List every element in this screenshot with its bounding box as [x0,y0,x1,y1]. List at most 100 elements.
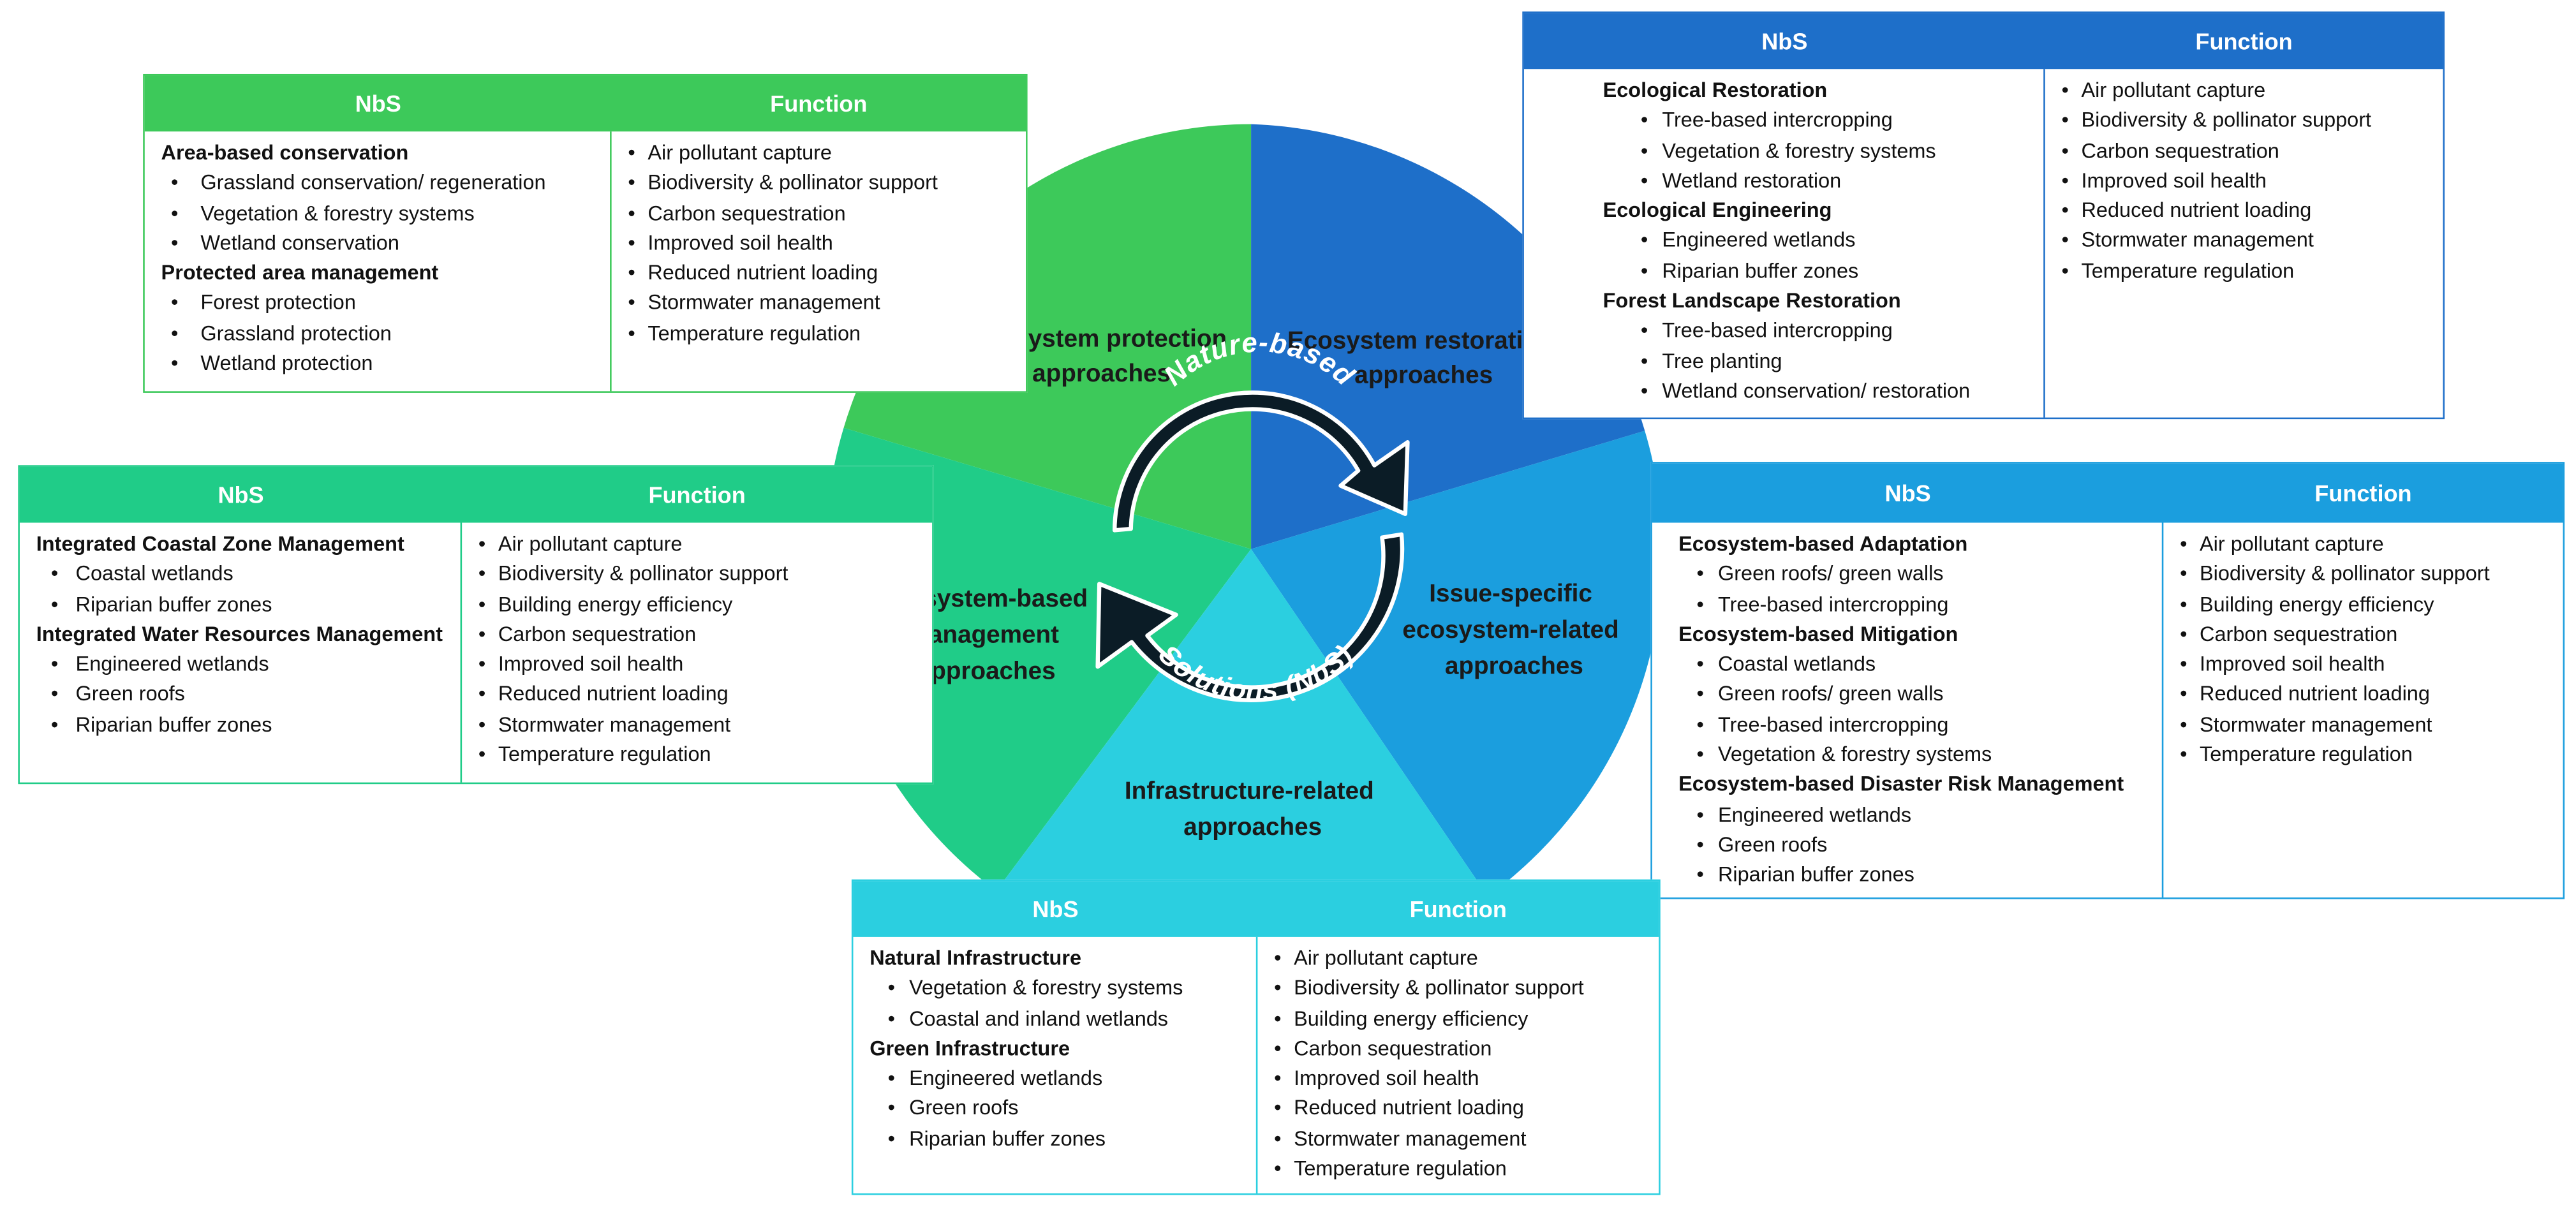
bullet-icon: • [1274,1127,1282,1151]
bullet-icon: • [478,593,486,616]
function-item: •Stormwater management [1274,1124,1645,1154]
nbs-item: •Grassland conservation/ regeneration [161,168,597,198]
nbs-item: •Engineered wetlands [870,1064,1243,1094]
segment-issue [1251,431,1663,897]
function-item: •Air pollutant capture [478,529,919,559]
function-item-label: Reduced nutrient loading [1294,1097,1524,1121]
nbs-column-header: NbS [355,90,401,117]
bullet-icon: • [478,712,486,736]
bullet-icon: • [2180,653,2187,676]
bullet-icon: • [628,291,635,315]
bullet-icon: • [887,1007,895,1030]
function-item: • Stormwater management [478,710,919,740]
nbs-item-label: Green roofs/ green walls [1717,682,1944,706]
function-item-label: Building energy efficiency [1294,1007,1529,1030]
nbs-item-label: Coastal wetlands [75,563,233,586]
nbs-item: •Engineered wetlands [1669,800,2149,830]
bullet-icon: • [50,682,59,706]
nbs-column: Natural Infrastructure•Vegetation & fore… [853,936,1258,1193]
nbs-item: • Riparian buffer zones [36,710,447,740]
function-item: •Biodiversity & pollinator support [628,168,1012,198]
bullet-icon: • [887,977,895,1000]
nbs-column-header: NbS [1884,480,1931,506]
nbs-item: •Coastal wetlands [1669,649,2149,679]
nbs-item-label: Vegetation & forestry systems [200,201,475,225]
nbs-item-label: Riparian buffer zones [75,712,272,736]
function-item: •Temperature regulation [1274,1154,1645,1184]
bullet-icon: • [50,563,59,586]
nbs-item: •Green roofs [870,1094,1243,1124]
function-item: •Improved soil health [478,649,919,679]
function-item-label: Stormwater management [498,712,731,736]
bullet-icon: • [2061,229,2069,253]
function-item: •Biodiversity & pollinator support [2180,559,2550,589]
function-item: •Improved soil health [1274,1064,1645,1094]
bullet-icon: • [2180,682,2187,706]
function-column: • Air pollutant capture •Biodiversity & po… [2163,522,2563,897]
function-item: • Building energy efficiency [478,589,919,619]
function-item: •Building energy efficiency [2180,589,2550,619]
nbs-item-label: Coastal and inland wetlands [909,1007,1169,1030]
bullet-icon: • [628,201,635,225]
bullet-icon: • [628,262,635,285]
bullet-icon: • [628,321,635,345]
function-column: •Air pollutant capture•Biodiversity & po… [1257,937,1659,1193]
function-item: •Temperature regulation [478,740,919,770]
nbs-item: • Green roofs [36,680,447,710]
bullet-icon: • [2180,563,2187,586]
nbs-item: •Wetland conservation [161,228,597,258]
bullet-icon: • [1640,108,1648,132]
bullet-icon: • [628,141,635,165]
function-item: •Temperature regulation [2062,256,2430,286]
bullet-icon: • [1274,1037,1282,1060]
function-item-label: Biodiversity & pollinator support [498,563,788,586]
nbs-item-label: Engineered wetlands [75,653,269,676]
bullet-icon: • [2180,532,2187,556]
nbs-category: Protected area management [161,262,439,285]
nbs-item: •Engineered wetlands [36,649,447,679]
function-item: •Carbon sequestration [2062,136,2430,166]
table-body: Integrated Coastal Zone Management•Coast… [20,522,932,783]
nbs-item: •Vegetation & forestry systems [1541,136,2031,166]
function-item-label: Air pollutant capture [2081,78,2266,102]
nbs-item: •Forest protection [161,288,597,318]
nbs-item: •Wetland protection [161,349,597,379]
bullet-icon: • [1696,833,1704,857]
nbs-category: Integrated Water Resources Management [36,623,443,646]
function-item-label: Carbon sequestration [648,201,846,225]
function-item-label: Building energy efficiency [498,593,733,616]
nbs-item: •Green roofs/ green walls [1669,680,2149,710]
segment-infrastructure [996,549,1488,972]
bullet-icon: • [171,201,179,225]
function-item: •Stormwater management [2062,226,2430,256]
bullet-icon: • [1640,319,1648,343]
bullet-icon: • [2061,138,2069,163]
nbs-item: •Riparian buffer zones [1669,860,2149,890]
function-item: •Temperature regulation [2180,740,2550,770]
nbs-item: •Riparian buffer zones [1541,256,2031,286]
nbs-column: Integrated Coastal Zone Management•Coast… [20,522,463,783]
nbs-category: Ecological Restoration [1603,78,1828,102]
function-item-label: Air pollutant capture [2200,532,2384,556]
bullet-icon: • [1274,1097,1282,1121]
bullet-icon: • [478,653,486,676]
nbs-item-label: Riparian buffer zones [1717,863,1914,887]
function-item: •Improved soil health [2062,166,2430,196]
nbs-category: Green Infrastructure [870,1037,1070,1060]
nbs-column: Area-based conservation•Grassland conser… [145,131,612,392]
function-item: •Reduced nutrient loading [2062,196,2430,226]
function-item: •Reduced nutrient loading [2180,680,2550,710]
function-column-header: Function [648,482,746,508]
bullet-icon: • [2061,108,2069,132]
function-item: •Carbon sequestration [2180,619,2550,649]
bullet-icon: • [50,712,59,736]
bullet-icon: • [1696,743,1704,767]
nbs-item-label: Green roofs [75,682,185,706]
function-item-label: Air pollutant capture [1294,947,1478,970]
bullet-icon: • [478,563,486,586]
